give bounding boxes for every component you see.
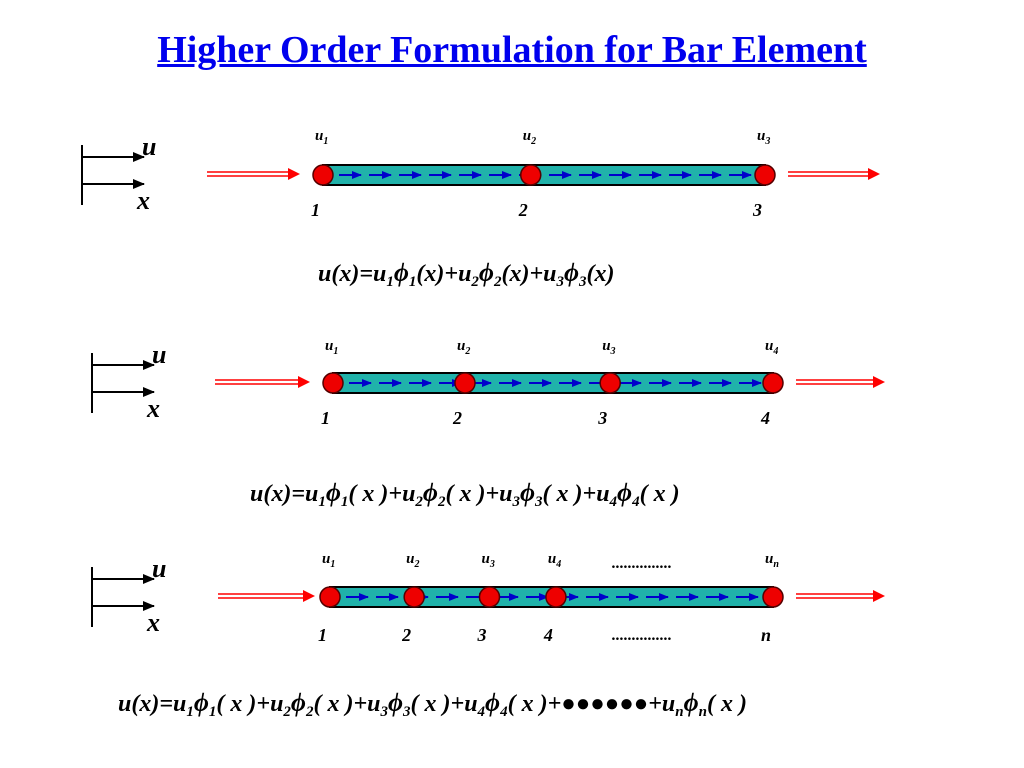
load-arrow-head — [868, 168, 880, 180]
bar-row-1: ux u1 1 u2 2 u3 3 — [81, 128, 880, 220]
u-axis-label: u — [152, 340, 166, 369]
load-arrow-head — [873, 376, 885, 388]
node-1 — [322, 372, 344, 394]
right-load-arrow — [796, 376, 885, 388]
node-4 — [545, 586, 567, 608]
node-number-label-1: 1 — [311, 200, 320, 220]
x-axis-label: x — [136, 186, 150, 215]
node-displacement-label-3: u3 — [602, 338, 615, 357]
node-displacement-label-3: u3 — [757, 128, 770, 147]
node-displacement-label-3: u3 — [481, 551, 494, 570]
node-2 — [454, 372, 476, 394]
x-axis-label: x — [146, 394, 160, 423]
node-4 — [762, 372, 784, 394]
equation-row-2: u(x)=u1ϕ1( x )+u2ϕ2( x )+u3ϕ3( x )+u4ϕ4(… — [250, 478, 680, 510]
equation-row-3: u(x)=u1ϕ1( x )+u2ϕ2( x )+u3ϕ3( x )+u4ϕ4(… — [118, 688, 747, 720]
load-arrow-head — [288, 168, 300, 180]
node-displacement-label-4: u4 — [765, 338, 778, 357]
right-load-arrow — [788, 168, 880, 180]
node-displacement-label-1: u1 — [325, 338, 338, 357]
node-number-label-2: 2 — [518, 200, 528, 220]
u-axis-label: u — [142, 132, 156, 161]
node-number-label-4: 4 — [543, 625, 553, 645]
node-number-label-1: 1 — [321, 408, 330, 428]
node-number-label-3: 3 — [752, 200, 762, 220]
left-load-arrow — [215, 376, 310, 388]
node-number-label-3: 3 — [476, 625, 486, 645]
u-axis-label: u — [152, 554, 166, 583]
left-load-arrow — [218, 590, 315, 602]
node-number-label-n: n — [761, 625, 771, 645]
node-number-label-2: 2 — [401, 625, 411, 645]
node-3 — [599, 372, 621, 394]
node-1 — [319, 586, 341, 608]
node-number-label-1: 1 — [318, 625, 327, 645]
node-number-label-3: 3 — [597, 408, 607, 428]
node-3 — [478, 586, 501, 608]
node-2 — [519, 164, 542, 186]
node-displacement-label-1: u1 — [322, 551, 335, 570]
node-ellipsis-top: ............... — [612, 555, 672, 572]
bar-row-2: ux u1 1 u2 2 u3 3 u4 4 — [91, 338, 885, 428]
node-displacement-label-n: un — [765, 551, 779, 570]
node-displacement-label-2: u2 — [406, 551, 419, 570]
bar-row-3: ux u1 1 u2 2 u3 3 u4 4 un n.......................… — [91, 551, 885, 645]
node-number-label-4: 4 — [760, 408, 770, 428]
node-1 — [312, 164, 334, 186]
node-displacement-label-2: u2 — [523, 128, 536, 147]
right-load-arrow — [796, 590, 885, 602]
node-number-label-2: 2 — [452, 408, 462, 428]
equation-row-1: u(x)=u1ϕ1(x)+u2ϕ2(x)+u3ϕ3(x) — [318, 258, 615, 290]
node-displacement-label-2: u2 — [457, 338, 470, 357]
x-axis-label: x — [146, 608, 160, 637]
node-n — [762, 586, 784, 608]
node-3 — [754, 164, 776, 186]
node-displacement-label-4: u4 — [548, 551, 561, 570]
node-2 — [403, 586, 425, 608]
load-arrow-head — [303, 590, 315, 602]
load-arrow-head — [298, 376, 310, 388]
node-displacement-label-1: u1 — [315, 128, 328, 147]
node-ellipsis-bottom: ............... — [612, 627, 672, 644]
left-load-arrow — [207, 168, 300, 180]
page-title: Higher Order Formulation for Bar Element — [157, 29, 867, 71]
load-arrow-head — [873, 590, 885, 602]
